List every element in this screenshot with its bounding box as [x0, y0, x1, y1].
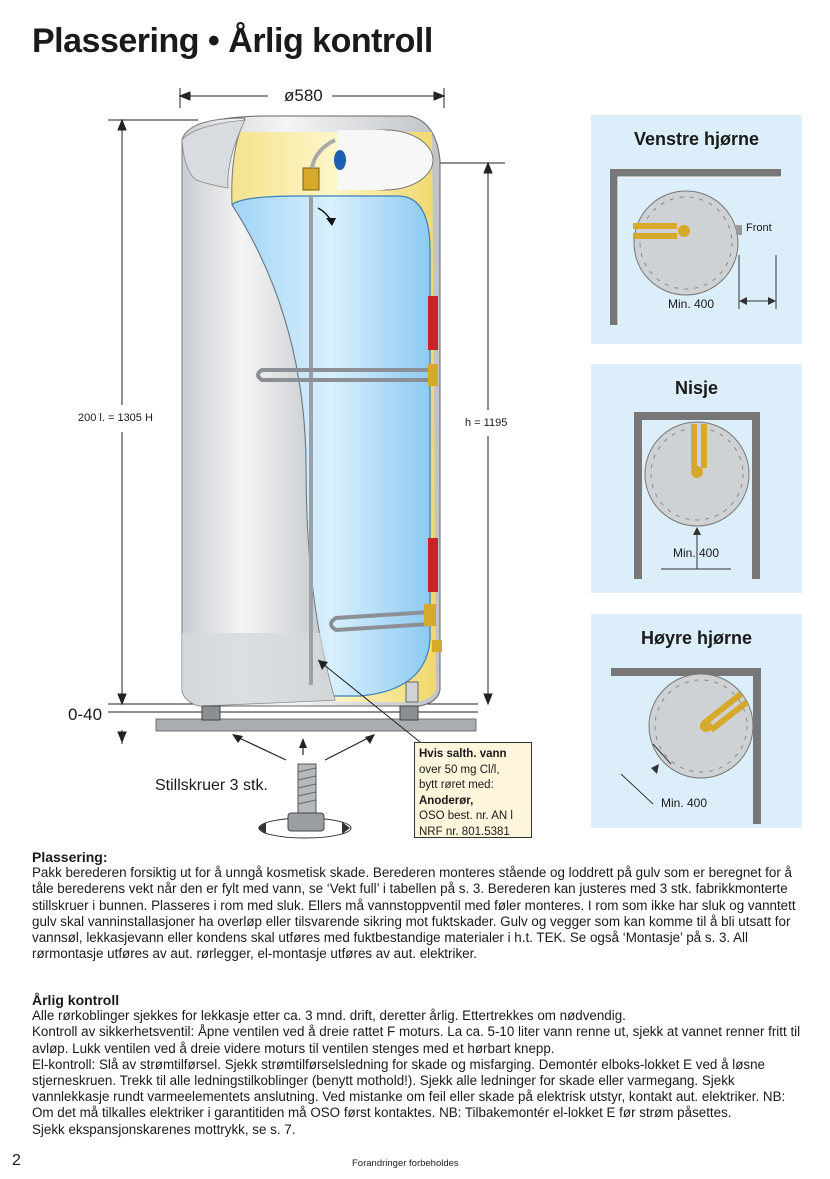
min-distance-label-right: Min. 400: [661, 796, 708, 810]
salt-note-line1: Hvis salth. vann: [419, 748, 507, 760]
page-title: Plassering • Årlig kontroll: [32, 22, 433, 60]
height-total-label: 200 l. = 1305 H: [78, 412, 153, 424]
annual-paragraph-1: Alle rørkoblinger sjekkes for lekkasje e…: [32, 1008, 626, 1024]
page-number: 2: [12, 1152, 21, 1169]
panel-niche: Nisje Min. 400: [591, 364, 802, 593]
left-corner-drawing: [610, 169, 781, 325]
salt-note-line6: NRF nr. 801.5381: [419, 825, 510, 838]
salt-note-line2: over 50 mg Cl/l,: [419, 763, 500, 776]
height-inner-label: h = 1195: [465, 417, 508, 429]
salt-note-line5: OSO best. nr. AN l: [419, 810, 513, 822]
annual-heading: Årlig kontroll: [32, 992, 120, 1008]
annual-paragraph-3: El-kontroll: Slå av strømtilførsel. Sjek…: [32, 1056, 786, 1121]
footer-note: Forandringer forbeholdes: [352, 1158, 459, 1169]
diameter-label: ø580: [284, 86, 323, 105]
niche-drawing: [634, 412, 760, 579]
min-distance-label-left: Min. 400: [668, 297, 715, 311]
front-label: Front: [746, 222, 772, 234]
annual-paragraph-4: Sjekk ekspansjonskarenes mottrykk, se s.…: [32, 1121, 296, 1137]
panel-title-left-corner: Venstre hjørne: [633, 129, 760, 149]
feet-label: Stillskruer 3 stk.: [155, 777, 268, 794]
panel-title-right-corner: Høyre hjørne: [640, 628, 753, 648]
min-distance-label-niche: Min. 400: [673, 546, 720, 560]
annual-check-section: Årlig kontroll Alle rørkoblinger sjekkes…: [32, 992, 804, 1138]
placement-section: Plassering: Pakk berederen forsiktig ut …: [32, 849, 804, 962]
placement-heading: Plassering:: [32, 849, 108, 865]
floor-offset-label: 0-40: [68, 705, 103, 724]
annual-paragraph-2: Kontroll av sikkerhetsventil: Åpne venti…: [32, 1024, 801, 1056]
panel-left-corner: Venstre hjørne Front Min. 400: [591, 115, 802, 344]
water-heater-diagram: [108, 88, 505, 839]
salt-note-line3: bytt røret med:: [419, 779, 494, 791]
placement-text: Pakk berederen forsiktig ut for å unngå …: [32, 865, 796, 962]
right-corner-drawing: [611, 668, 761, 824]
salt-water-note: Hvis salth. vann over 50 mg Cl/l, bytt r…: [414, 742, 532, 838]
panel-title-niche: Nisje: [674, 378, 719, 398]
panel-right-corner: Høyre hjørne Min. 400: [591, 614, 802, 828]
salt-note-line4: Anoderør,: [419, 794, 474, 807]
